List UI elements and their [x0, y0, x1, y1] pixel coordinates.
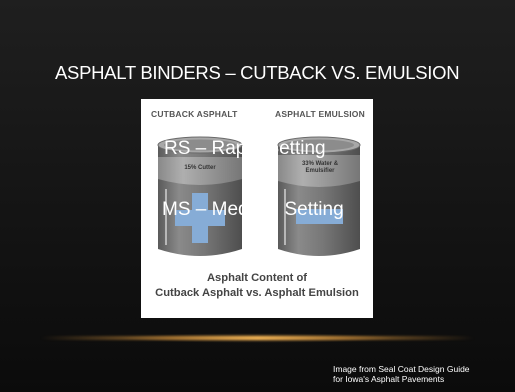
divider-glow: [40, 336, 475, 340]
cutback-drum: [157, 136, 243, 256]
slide-title: ASPHALT BINDERS – CUTBACK VS. EMULSION: [55, 62, 460, 83]
emulsifier-percentage-label: 33% Water & Emulsifier: [301, 161, 339, 174]
image-credit-line2: for Iowa's Asphalt Pavements: [333, 374, 445, 384]
image-credit-line1: Image from Seal Coat Design Guide: [333, 364, 470, 374]
figure-caption-line2: Cutback Asphalt vs. Asphalt Emulsion: [155, 287, 359, 299]
figure-caption-line1: Asphalt Content of: [206, 272, 308, 284]
plus-icon: [175, 193, 225, 243]
rapid-setting-text: RS – Rapid Setting: [164, 138, 326, 159]
medium-setting-text: MS – Medium Setting: [162, 199, 344, 220]
emulsion-drum: [277, 136, 361, 256]
cutter-percentage-label: 15% Cutter: [184, 165, 216, 171]
image-credit: Image from Seal Coat Design Guide for Io…: [333, 364, 470, 384]
drums-illustration: [157, 136, 361, 256]
comparison-figure: CUTBACK ASPHALT ASPHALT EMULSION: [141, 99, 373, 318]
minus-icon: [296, 209, 343, 224]
cutback-asphalt-heading: CUTBACK ASPHALT: [151, 109, 238, 119]
asphalt-emulsion-heading: ASPHALT EMULSION: [275, 109, 365, 119]
